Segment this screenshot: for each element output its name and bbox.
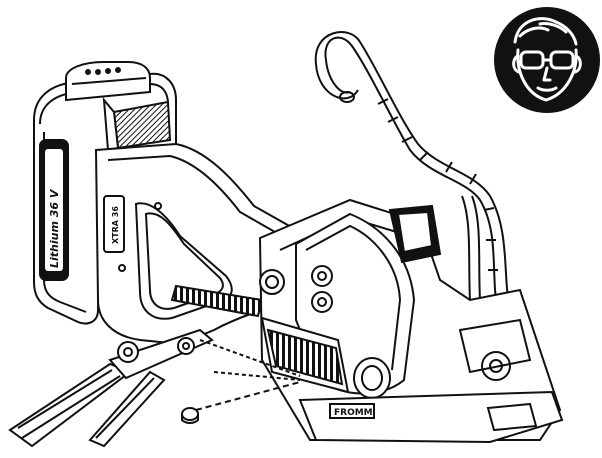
strapping-head: FROMM xyxy=(258,198,564,444)
tool-handle: XTRA 36 xyxy=(94,142,301,346)
side-plate-text: FROMM xyxy=(334,408,373,418)
handle-plate-text: XTRA 36 xyxy=(111,206,120,244)
release-lever xyxy=(8,328,301,448)
safety-goggles-required-icon xyxy=(512,17,582,102)
battery-brand-text: Lithium 36 V xyxy=(48,188,61,268)
safety-sign xyxy=(494,7,600,113)
battery-pack: Lithium 36 V xyxy=(33,61,177,325)
loose-knob xyxy=(181,407,199,421)
